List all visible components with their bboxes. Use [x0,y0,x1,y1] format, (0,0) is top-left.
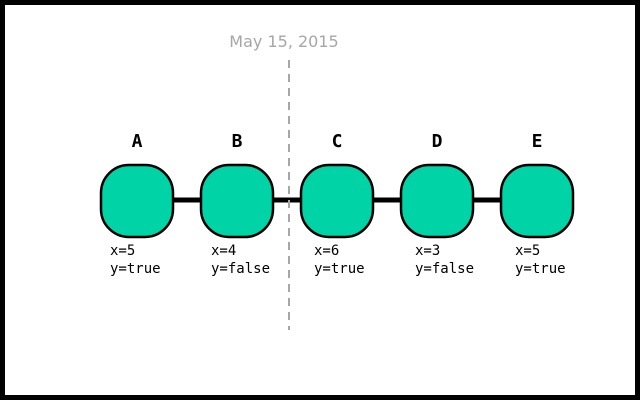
node-c-attr-x: x=6 [314,243,340,259]
node-c-attrs: x=6 y=true [314,242,365,278]
node-e-label: E [531,131,543,152]
node-e-attr-x: x=5 [515,243,541,259]
node-c-label: C [331,131,343,152]
node-b-circle [199,163,275,239]
node-e-attr-y: y=true [515,261,566,277]
timeline-date-label: May 15, 2015 [229,32,339,51]
node-d-attrs: x=3 y=false [415,242,474,278]
node-b-attrs: x=4 y=false [211,242,270,278]
node-d-attr-y: y=false [415,261,475,277]
node-b-attr-y: y=false [211,261,271,277]
node-d-attr-x: x=3 [415,243,441,259]
node-c-circle [299,163,375,239]
node-b-attr-x: x=4 [211,243,237,259]
node-a-attrs: x=5 y=true [110,242,161,278]
node-d-circle [399,163,475,239]
node-b-label: B [231,131,243,152]
node-a-attr-x: x=5 [110,243,136,259]
node-e-circle [499,163,575,239]
node-a-label: A [131,131,143,152]
node-a-circle [99,163,175,239]
node-c-attr-y: y=true [314,261,365,277]
node-d-label: D [431,131,443,152]
node-e-attrs: x=5 y=true [515,242,566,278]
node-a-attr-y: y=true [110,261,161,277]
